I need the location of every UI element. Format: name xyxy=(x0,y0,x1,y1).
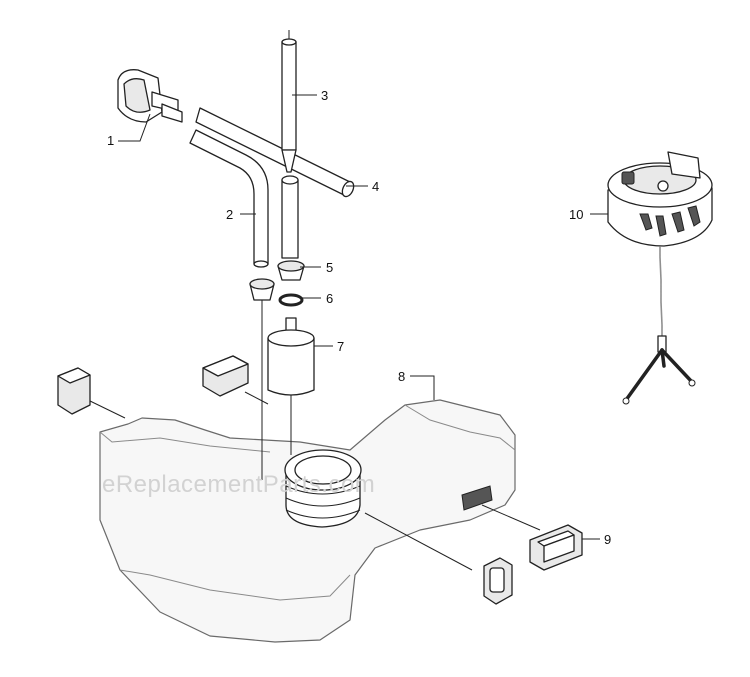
hose-grommet-left xyxy=(249,278,275,301)
callout-8: 8 xyxy=(398,369,405,384)
callout-4: 4 xyxy=(372,179,379,194)
callout-5: 5 xyxy=(326,260,333,275)
rubber-buffer-top xyxy=(202,355,249,397)
callout-2: 2 xyxy=(226,207,233,222)
o-ring xyxy=(278,293,304,307)
callout-leaders xyxy=(118,94,608,540)
cap-tether xyxy=(622,245,696,405)
callout-labels: 1 2 3 4 5 6 7 8 9 10 xyxy=(107,88,611,547)
callout-7: 7 xyxy=(337,339,344,354)
assembly-lines xyxy=(87,300,541,571)
callout-3: 3 xyxy=(321,88,328,103)
tank-vent-valve xyxy=(117,69,183,123)
fuel-hose-straight xyxy=(281,30,299,259)
hose-grommet-right xyxy=(277,260,305,281)
rubber-buffer-bottom xyxy=(483,557,513,605)
tank-side-slot xyxy=(461,485,493,511)
watermark-text: eReplacementParts.com xyxy=(102,471,375,498)
tank-filler-neck xyxy=(284,449,362,528)
callout-9: 9 xyxy=(604,532,611,547)
callout-6: 6 xyxy=(326,291,333,306)
rubber-buffer-left xyxy=(57,367,91,415)
callout-1: 1 xyxy=(107,133,114,148)
fuel-hose-bent xyxy=(189,129,269,268)
fuel-tank xyxy=(99,399,516,643)
fuel-filter xyxy=(267,317,315,396)
fuel-cap xyxy=(607,151,713,247)
vent-hose xyxy=(195,107,355,198)
rubber-grommet xyxy=(529,524,583,571)
callout-10: 10 xyxy=(569,207,583,222)
